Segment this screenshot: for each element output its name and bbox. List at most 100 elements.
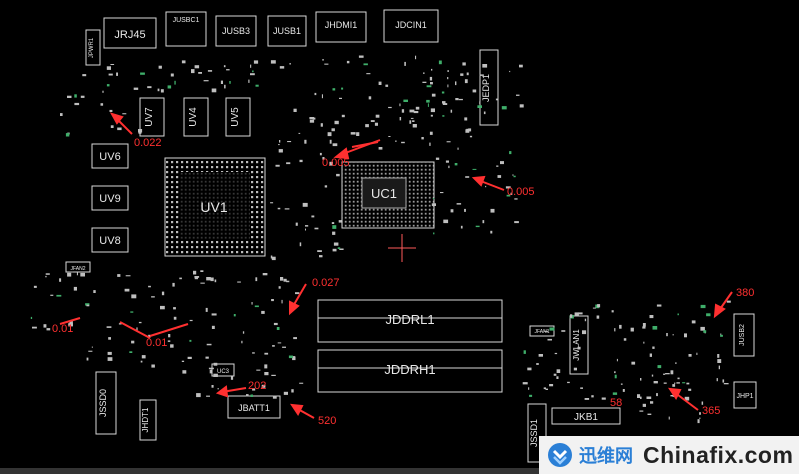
smd-part — [189, 319, 193, 322]
smd-part — [213, 373, 218, 377]
uc3-label: UC3 — [217, 369, 230, 375]
smd-part — [432, 198, 435, 200]
smd-part — [442, 101, 446, 104]
smd-part — [509, 70, 511, 73]
smd-part — [217, 388, 219, 390]
smd-part — [699, 417, 701, 419]
smd-part — [85, 303, 90, 306]
smd-part — [211, 88, 217, 93]
smd-part — [304, 139, 307, 144]
smd-part — [193, 270, 197, 275]
smd-part — [430, 82, 433, 85]
smd-part — [700, 326, 705, 331]
smd-part — [60, 113, 63, 116]
smd-part — [187, 356, 192, 359]
smd-part — [412, 120, 415, 122]
smd-part — [179, 277, 182, 280]
smd-part — [76, 272, 78, 276]
smd-part — [229, 81, 231, 84]
smd-part — [450, 109, 453, 113]
smd-part — [129, 351, 133, 353]
smd-part — [322, 59, 324, 61]
smd-part — [510, 192, 513, 195]
smd-part — [701, 401, 704, 405]
smd-part — [264, 352, 269, 355]
smd-part — [277, 207, 281, 210]
arrow-m10 — [149, 323, 189, 337]
smd-part — [490, 230, 493, 234]
smd-part — [547, 338, 552, 341]
smd-part — [148, 334, 151, 338]
smd-part — [464, 208, 466, 212]
uv9-outline — [91, 185, 129, 211]
smd-part — [305, 228, 306, 231]
smd-part — [612, 392, 618, 395]
smd-part — [314, 92, 317, 96]
smd-part — [716, 378, 718, 382]
smd-part — [450, 209, 454, 213]
smd-part — [672, 334, 674, 336]
smd-part — [286, 162, 291, 165]
smd-part — [454, 163, 458, 166]
smd-part — [288, 355, 293, 359]
smd-part — [170, 344, 174, 348]
smd-part — [448, 165, 450, 169]
jusb2-outline — [733, 313, 755, 357]
smd-part — [206, 343, 212, 346]
smd-part — [86, 357, 89, 361]
smd-part — [309, 117, 315, 120]
smd-part — [233, 314, 236, 317]
smd-part — [717, 359, 722, 363]
smd-part — [656, 393, 658, 397]
smd-part — [688, 354, 692, 357]
smd-part — [100, 103, 104, 106]
smd-part — [421, 137, 424, 140]
uv6-label: UV6 — [99, 151, 120, 163]
jfan1-outline — [529, 325, 555, 337]
smd-part — [333, 242, 339, 246]
smd-part — [657, 365, 662, 369]
smd-part — [69, 321, 73, 325]
smd-part — [131, 340, 135, 344]
jhdmi1-label: JHDMI1 — [325, 20, 358, 30]
smd-part — [261, 384, 266, 388]
smd-part — [67, 272, 72, 277]
jkb1-label: JKB1 — [574, 412, 598, 423]
smd-part — [211, 325, 215, 329]
smd-part — [277, 342, 282, 344]
smd-part — [366, 73, 371, 75]
smd-part — [198, 72, 202, 74]
smd-part — [332, 88, 336, 91]
smd-part — [46, 328, 51, 331]
smd-part — [106, 84, 110, 87]
smd-part — [339, 97, 342, 99]
smd-part — [205, 307, 208, 312]
smd-part — [172, 282, 175, 287]
smd-part — [455, 98, 459, 101]
smd-part — [677, 377, 680, 380]
smd-part — [584, 318, 587, 322]
smd-part — [251, 302, 253, 305]
smd-part — [279, 140, 281, 143]
smd-part — [208, 367, 214, 370]
smd-part — [194, 65, 200, 69]
smd-part — [196, 393, 201, 398]
smd-part — [158, 65, 162, 69]
smd-part — [426, 85, 432, 88]
smd-part — [80, 95, 85, 98]
smd-part — [447, 84, 449, 88]
smd-part — [650, 401, 654, 404]
jbatt1-label: JBATT1 — [238, 403, 270, 413]
uv6-outline — [91, 143, 129, 169]
smd-part — [109, 109, 113, 112]
jdcin1-label: JDCIN1 — [395, 20, 427, 30]
smd-part — [254, 305, 259, 308]
smd-part — [324, 63, 329, 65]
smd-part — [194, 277, 198, 280]
arrowhead-m5 — [713, 303, 726, 319]
smd-part — [433, 232, 435, 235]
jrj45-label: JRJ45 — [114, 29, 145, 41]
smd-part — [677, 313, 679, 316]
jssd0-label: JSSD0 — [98, 389, 108, 417]
